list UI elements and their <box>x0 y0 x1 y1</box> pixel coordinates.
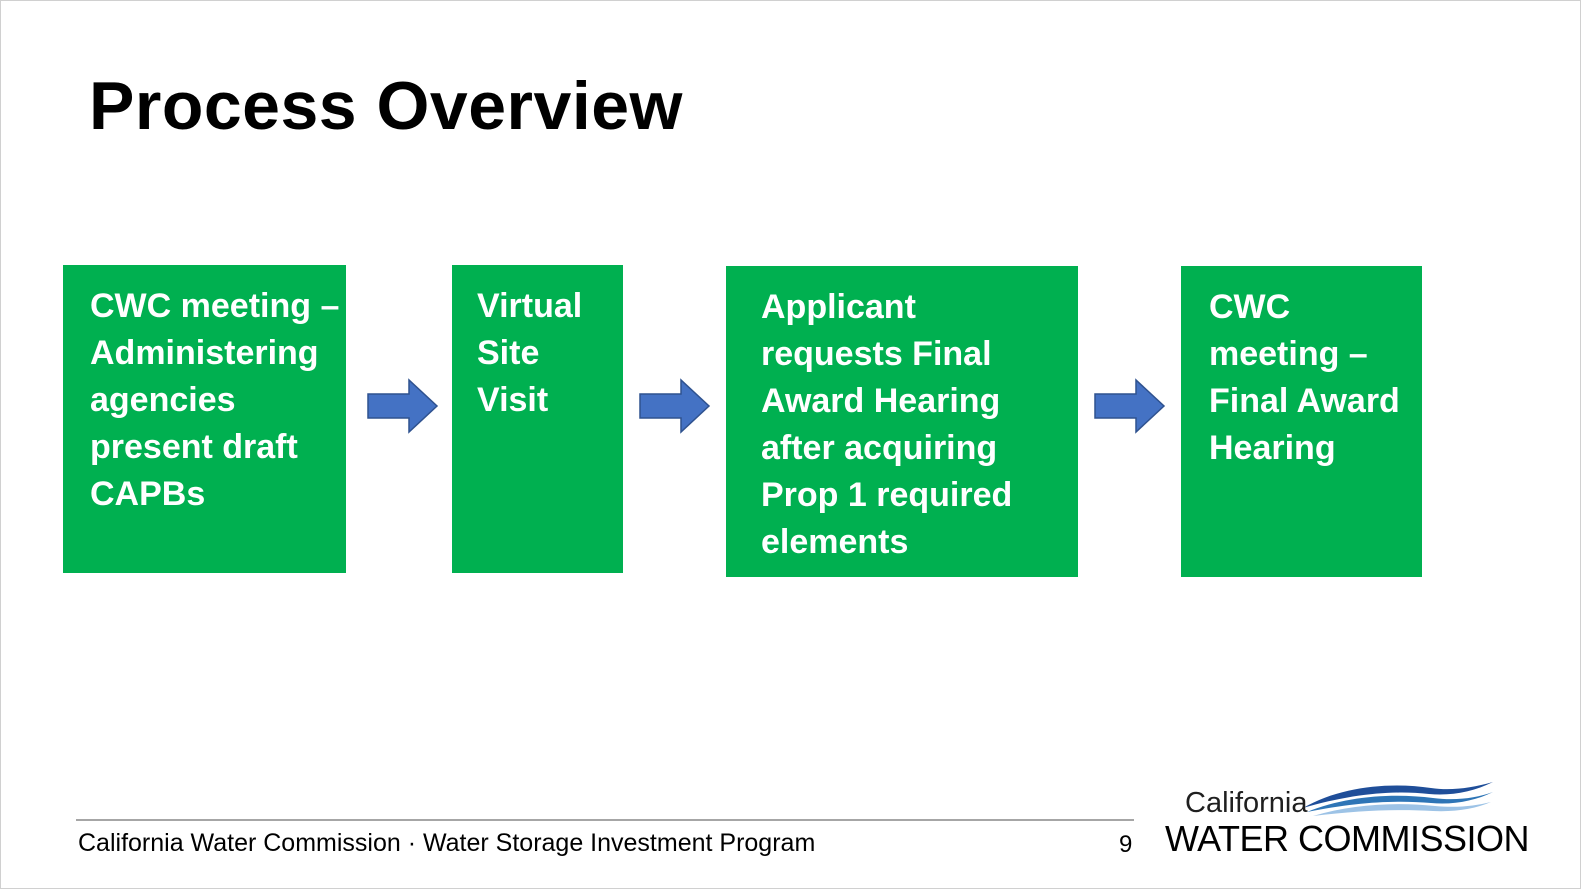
step-line: elements <box>761 523 909 561</box>
logo-text-water-commission: WATER COMMISSION <box>1165 818 1530 859</box>
step-line: Administering <box>90 334 319 372</box>
slide-title: Process Overview <box>89 68 683 144</box>
step-line: Prop 1 required <box>761 476 1013 514</box>
right-arrow-icon <box>639 378 711 434</box>
step-text: CWC meeting – Final Award Hearing <box>1209 284 1422 472</box>
step-line: CWC meeting – <box>90 287 340 325</box>
step-line: Applicant <box>761 288 916 326</box>
step-line: Final Award <box>1209 382 1400 420</box>
right-arrow-icon <box>367 378 439 434</box>
step-line: Virtual <box>477 287 583 325</box>
step-line: agencies <box>90 381 236 419</box>
step-line: CAPBs <box>90 475 206 513</box>
step-line: Site <box>477 334 540 372</box>
step-line: Award Hearing <box>761 382 1001 420</box>
water-waves-icon <box>1303 782 1493 816</box>
process-step-cwc-meeting-draft-capbs: CWC meeting – Administering agencies pre… <box>63 265 346 573</box>
cwc-logo: California WATER COMMISSION <box>1161 776 1530 866</box>
logo-text-california: California <box>1185 787 1308 819</box>
footer-divider <box>76 819 1134 821</box>
step-line: requests Final <box>761 335 992 373</box>
process-step-applicant-requests-hearing: Applicant requests Final Award Hearing a… <box>726 266 1078 577</box>
step-line: Hearing <box>1209 429 1336 467</box>
step-line: meeting – <box>1209 335 1368 373</box>
step-line: after acquiring <box>761 429 998 467</box>
step-line: CWC <box>1209 288 1291 326</box>
step-line: Visit <box>477 381 549 419</box>
right-arrow-icon <box>1094 378 1166 434</box>
step-text: CWC meeting – Administering agencies pre… <box>90 283 346 518</box>
step-line: present draft <box>90 428 298 466</box>
process-step-virtual-site-visit: Virtual Site Visit <box>452 265 623 573</box>
process-step-final-award-hearing: CWC meeting – Final Award Hearing <box>1181 266 1422 577</box>
step-text: Virtual Site Visit <box>477 283 623 424</box>
footer-text: California Water Commission · Water Stor… <box>78 829 816 857</box>
page-number: 9 <box>1119 831 1133 858</box>
step-text: Applicant requests Final Award Hearing a… <box>761 284 1078 566</box>
